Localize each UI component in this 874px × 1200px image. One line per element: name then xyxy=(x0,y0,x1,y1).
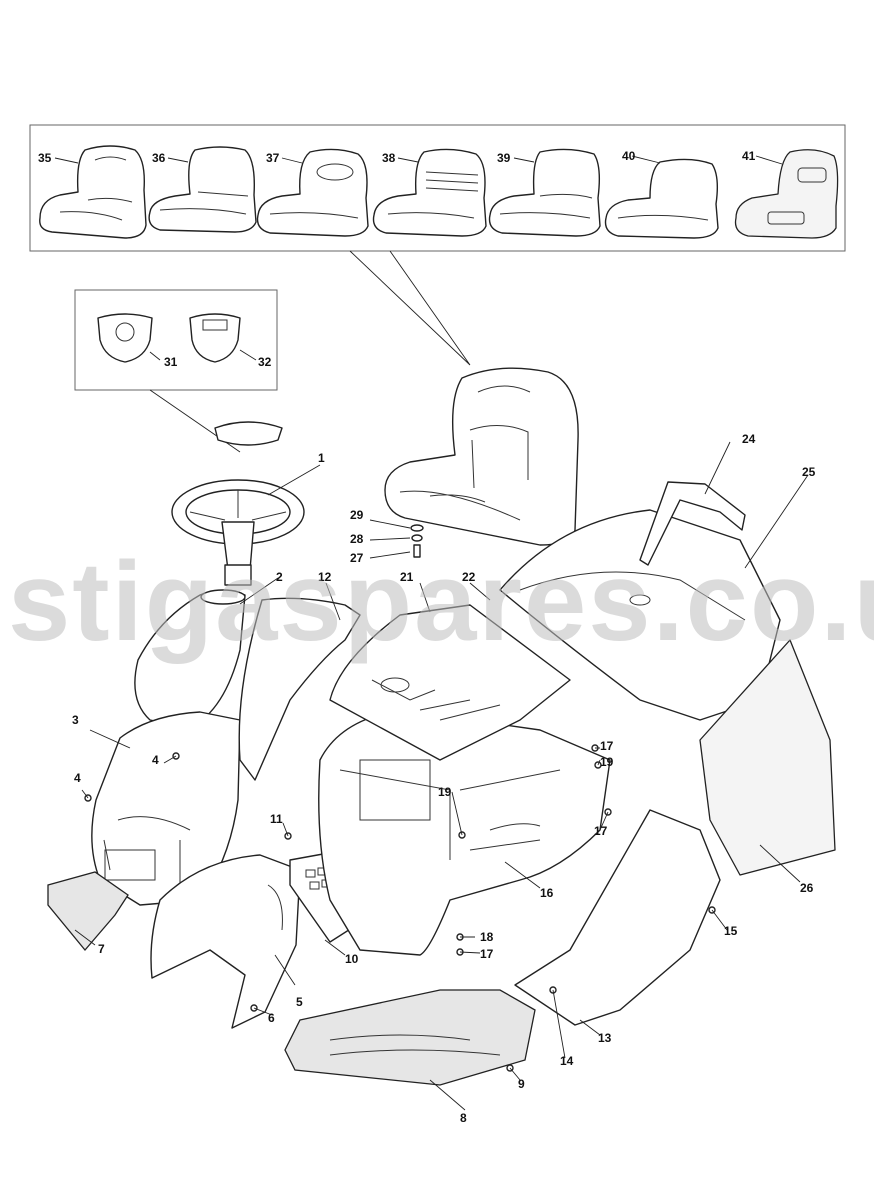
steering-cap-32 xyxy=(189,313,241,363)
callout-2: 2 xyxy=(276,570,283,584)
callout-41: 41 xyxy=(742,149,756,163)
hardware-stack xyxy=(410,524,424,558)
steering-cap-installed xyxy=(214,421,283,446)
right-side-panel xyxy=(514,809,721,1026)
callout-17-top: 17 xyxy=(600,739,614,753)
callout-28: 28 xyxy=(350,532,364,546)
watermark-text: stigaspares.co.uk xyxy=(8,539,874,664)
seat-40 xyxy=(604,158,719,239)
callout-22: 22 xyxy=(462,570,476,584)
callout-27: 27 xyxy=(350,551,364,565)
callout-25: 25 xyxy=(802,465,816,479)
callout-18: 18 xyxy=(480,930,494,944)
callout-14: 14 xyxy=(560,1054,574,1068)
callout-10: 10 xyxy=(345,952,359,966)
rear-body xyxy=(499,509,781,721)
callout-37: 37 xyxy=(266,151,280,165)
callout-4-hood: 4 xyxy=(152,753,159,767)
rear-shroud xyxy=(699,639,836,876)
seat-41 xyxy=(734,149,839,239)
callout-16: 16 xyxy=(540,886,554,900)
callout-32: 32 xyxy=(258,355,272,369)
callout-3: 3 xyxy=(72,713,79,727)
callout-31: 31 xyxy=(164,355,178,369)
callout-19-right: 19 xyxy=(600,755,614,769)
floor-mat xyxy=(284,989,536,1086)
callout-19-center: 19 xyxy=(438,785,452,799)
callout-4-left: 4 xyxy=(74,771,81,785)
steering-cap-31 xyxy=(97,313,153,363)
callout-13: 13 xyxy=(598,1031,612,1045)
callout-5: 5 xyxy=(296,995,303,1009)
front-hood xyxy=(91,711,241,906)
callout-9: 9 xyxy=(518,1077,525,1091)
callout-36: 36 xyxy=(152,151,166,165)
callout-17-low: 17 xyxy=(480,947,494,961)
callout-7: 7 xyxy=(98,942,105,956)
dashboard xyxy=(329,604,571,761)
callout-1: 1 xyxy=(318,451,325,465)
seat-adjust-lever xyxy=(639,481,746,566)
callout-11: 11 xyxy=(270,812,283,826)
callout-12: 12 xyxy=(318,570,332,584)
seat-36 xyxy=(148,146,257,233)
steering-wheel xyxy=(171,479,305,586)
callout-26: 26 xyxy=(800,881,814,895)
seat-37 xyxy=(256,148,369,237)
left-fender xyxy=(238,597,361,781)
main-seat xyxy=(384,367,579,546)
seat-39 xyxy=(488,148,601,237)
callout-17-mid: 17 xyxy=(594,824,608,838)
callout-6: 6 xyxy=(268,1011,275,1025)
callout-39: 39 xyxy=(497,151,511,165)
callout-21: 21 xyxy=(400,570,414,584)
seat-38 xyxy=(372,148,487,237)
left-side-panel xyxy=(150,854,301,1029)
callout-38: 38 xyxy=(382,151,396,165)
callout-15: 15 xyxy=(724,924,738,938)
callout-29: 29 xyxy=(350,508,364,522)
seat-variants-frame xyxy=(29,124,846,252)
callout-8: 8 xyxy=(460,1111,467,1125)
callout-35: 35 xyxy=(38,151,52,165)
callout-40: 40 xyxy=(622,149,636,163)
steering-cap-frame xyxy=(74,289,278,391)
seat-35 xyxy=(39,145,147,239)
front-skirt xyxy=(47,871,129,952)
callout-24: 24 xyxy=(742,432,756,446)
